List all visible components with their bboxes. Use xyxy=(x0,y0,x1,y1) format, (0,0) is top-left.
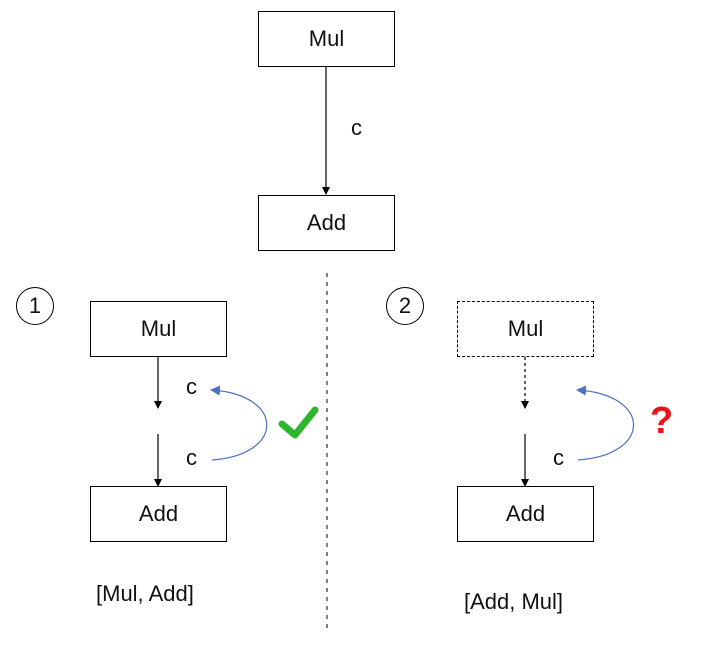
case2-add-label: Add xyxy=(505,501,546,526)
top-mul-node: Mul xyxy=(258,11,395,67)
case2-curved-arrow xyxy=(576,385,634,461)
question-mark: ? xyxy=(650,400,674,442)
case2-lower-edge-label: c xyxy=(553,445,564,470)
case1-add-label: Add xyxy=(138,501,179,526)
case2-number-badge: 2 xyxy=(386,287,424,325)
case2-order-caption: [Add, Mul] xyxy=(464,589,564,614)
case1-order-caption: [Mul, Add] xyxy=(96,581,194,606)
case2-mul-label: Mul xyxy=(507,316,544,341)
top-add-node: Add xyxy=(258,195,395,251)
case1-number-badge: 1 xyxy=(16,287,54,325)
case2-mul-node-dashed: Mul xyxy=(457,301,594,357)
case1-upper-edge-label: c xyxy=(186,374,197,399)
top-edge-label: c xyxy=(351,115,362,140)
top-add-label: Add xyxy=(306,210,347,235)
green-check-icon xyxy=(278,406,319,439)
case1-mul-node: Mul xyxy=(90,301,227,357)
top-mul-label: Mul xyxy=(308,26,345,51)
case2-add-node: Add xyxy=(457,486,594,542)
case1-add-node: Add xyxy=(90,486,227,542)
case1-lower-edge-label: c xyxy=(186,445,197,470)
case1-mul-label: Mul xyxy=(140,316,177,341)
case1-curved-arrow xyxy=(210,385,268,461)
